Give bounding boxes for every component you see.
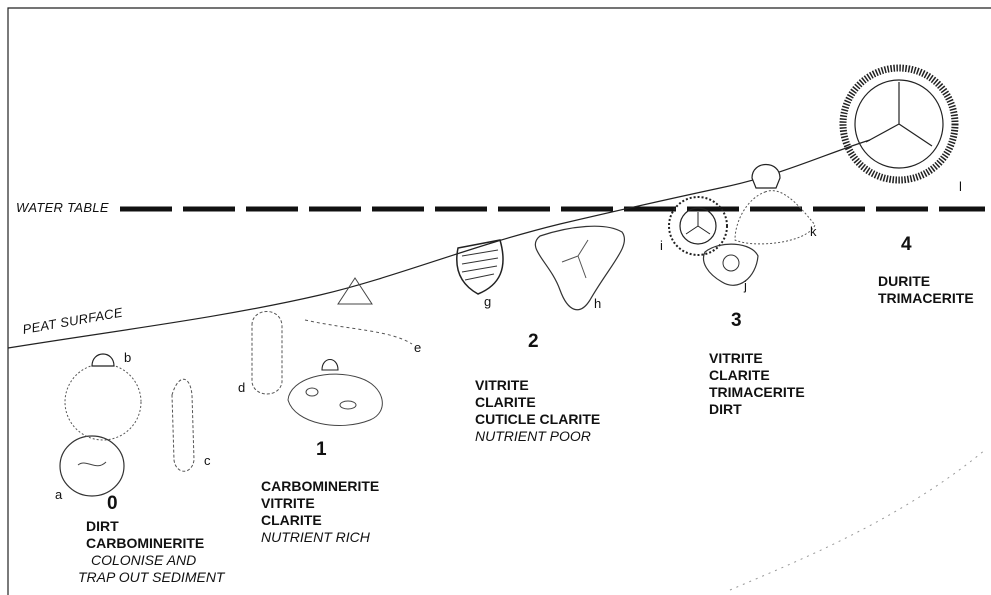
specimen-label-j: j xyxy=(744,278,747,293)
stage-2-text: VITRITE CLARITE CUTICLE CLARITE NUTRIENT… xyxy=(475,377,600,445)
specimen-label-h: h xyxy=(594,296,601,311)
specimen-j xyxy=(704,244,758,285)
water-table-label: WATER TABLE xyxy=(16,200,109,215)
stage-4-number: 4 xyxy=(901,234,912,256)
specimen-label-g: g xyxy=(484,294,491,309)
stage-3-number: 3 xyxy=(731,310,742,332)
stage-2-note-1: NUTRIENT POOR xyxy=(475,428,600,445)
stage-0-line-1: DIRT xyxy=(86,518,225,535)
specimen-l xyxy=(843,68,955,180)
stage-1-line-2: VITRITE xyxy=(261,495,379,512)
specimen-label-l: l xyxy=(959,179,962,194)
lower-arc xyxy=(730,450,985,590)
stage-3-line-3: TRIMACERITE xyxy=(709,384,805,401)
stage-1-number: 1 xyxy=(316,439,327,461)
specimen-label-e: e xyxy=(414,340,421,355)
stage-2-number: 2 xyxy=(528,331,539,353)
specimen-g xyxy=(457,240,503,294)
frame-border xyxy=(8,8,991,595)
stage-1-line-1: CARBOMINERITE xyxy=(261,478,379,495)
stage-0-note-1: COLONISE AND xyxy=(86,552,225,569)
stage-4-line-2: TRIMACERITE xyxy=(878,290,974,307)
stage-2-line-1: VITRITE xyxy=(475,377,600,394)
stage-3-text: VITRITE CLARITE TRIMACERITE DIRT xyxy=(709,350,805,418)
specimen-label-b: b xyxy=(124,350,131,365)
stage-0-line-2: CARBOMINERITE xyxy=(86,535,225,552)
specimen-a xyxy=(60,436,124,496)
stage-3-line-4: DIRT xyxy=(709,401,805,418)
specimen-label-k: k xyxy=(810,224,817,239)
stage-1-line-3: CLARITE xyxy=(261,512,379,529)
stage-2-line-3: CUTICLE CLARITE xyxy=(475,411,600,428)
stage-0-text: DIRT CARBOMINERITE COLONISE AND TRAP OUT… xyxy=(86,518,225,586)
specimen-d xyxy=(252,311,282,394)
specimen-h xyxy=(535,226,624,310)
specimen-b xyxy=(65,354,141,440)
stage-3-line-1: VITRITE xyxy=(709,350,805,367)
stage-4-text: DURITE TRIMACERITE xyxy=(878,273,974,307)
stage-1-text: CARBOMINERITE VITRITE CLARITE NUTRIENT R… xyxy=(261,478,379,546)
specimen-label-a: a xyxy=(55,487,62,502)
stage-0-note-2: TRAP OUT SEDIMENT xyxy=(78,569,225,586)
stage-4-line-1: DURITE xyxy=(878,273,974,290)
stage-0-number: 0 xyxy=(107,493,118,515)
specimen-label-i: i xyxy=(660,238,663,253)
specimen-k xyxy=(735,165,815,244)
stage-1-note-1: NUTRIENT RICH xyxy=(261,529,379,546)
specimen-label-d: d xyxy=(238,380,245,395)
specimen-label-c: c xyxy=(204,453,211,468)
specimen-i xyxy=(669,197,727,255)
stage-2-line-2: CLARITE xyxy=(475,394,600,411)
specimen-e xyxy=(288,278,412,426)
specimen-c xyxy=(172,379,194,471)
stage-3-line-2: CLARITE xyxy=(709,367,805,384)
